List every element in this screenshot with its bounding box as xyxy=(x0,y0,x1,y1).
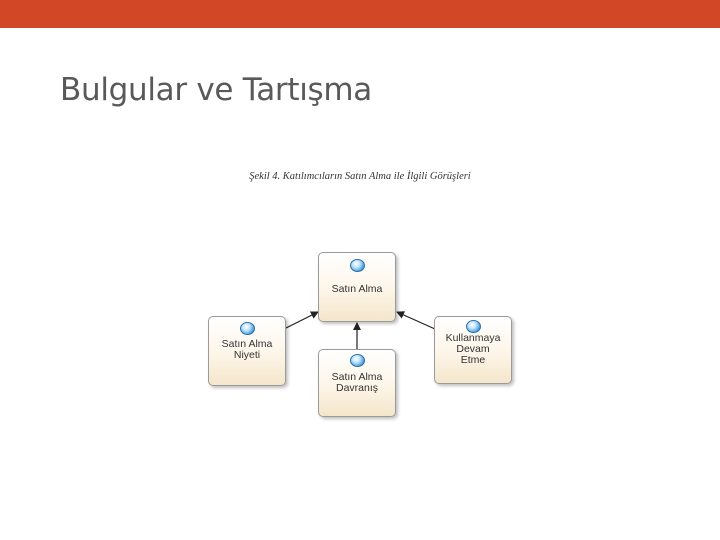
slide-title: Bulgular ve Tartışma xyxy=(60,72,372,108)
node-kullanmaya-devam-etme: Kullanmaya Devam Etme xyxy=(434,316,512,384)
top-accent-bar xyxy=(0,0,720,28)
blue-bullet-icon xyxy=(240,322,255,335)
blue-bullet-icon xyxy=(350,259,365,272)
node-satin-alma: Satın Alma xyxy=(318,252,396,322)
node-satin-alma-davranis: Satın Alma Davranış xyxy=(318,349,396,417)
blue-bullet-icon xyxy=(466,320,481,333)
node-kullanmaya-devam-etme-label: Kullanmaya Devam Etme xyxy=(445,332,501,366)
node-satin-alma-niyeti-label: Satın Alma Niyeti xyxy=(221,338,273,361)
figure-caption: Şekil 4. Katılımcıların Satın Alma ile İ… xyxy=(249,171,471,182)
node-satin-alma-davranis-label: Satın Alma Davranış xyxy=(331,371,383,394)
node-satin-alma-niyeti: Satın Alma Niyeti xyxy=(208,316,286,386)
edge-kullanmaya-to-satin-alma xyxy=(396,311,436,330)
node-satin-alma-label: Satın Alma xyxy=(331,283,383,295)
blue-bullet-icon xyxy=(350,354,365,367)
edge-niyet-to-satin-alma xyxy=(285,311,319,329)
